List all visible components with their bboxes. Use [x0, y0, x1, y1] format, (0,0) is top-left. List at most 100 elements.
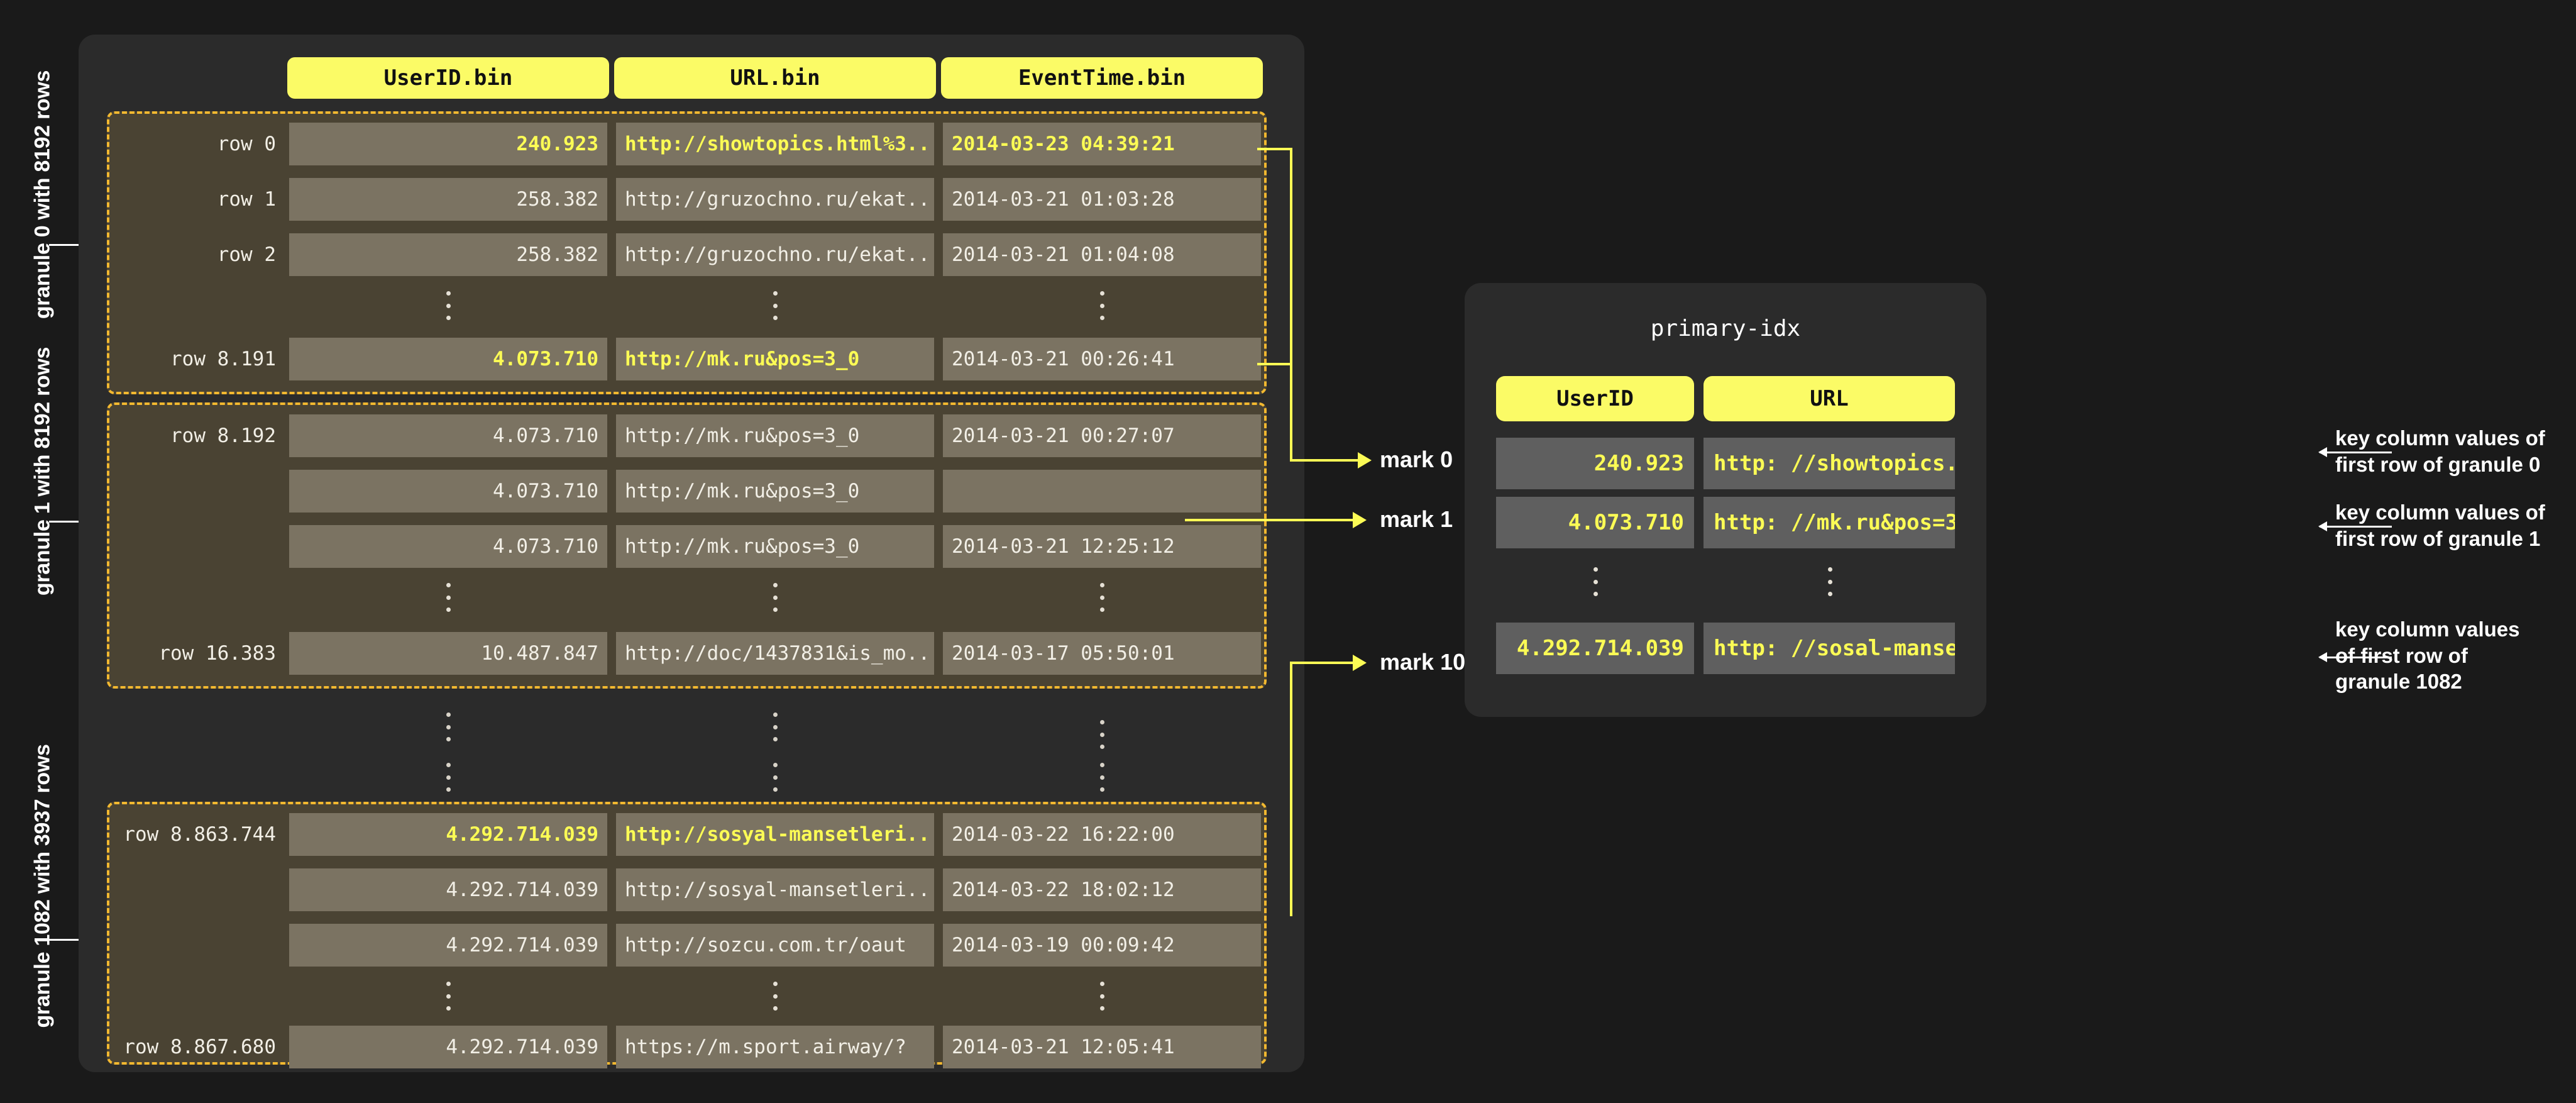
ellipsis-vertical [772, 712, 778, 741]
cell-userid: 258.382 [289, 178, 607, 221]
cell-eventtime: 2014-03-17 05:50:01 [943, 632, 1261, 675]
mark-1-connector [1185, 519, 1355, 521]
index-cell-userid: 4.073.710 [1496, 497, 1694, 548]
mark-1082-connector-vert [1290, 662, 1292, 916]
mark-1082-arrow [1353, 655, 1367, 671]
note-granule-1082: key column values of first row of granul… [2335, 618, 2520, 694]
cell-userid: 4.292.714.039 [289, 924, 607, 967]
ellipsis-vertical [1099, 720, 1105, 749]
primary-index-title: primary-idx [1650, 316, 1801, 341]
note-granule-0: key column values of first row of granul… [2335, 426, 2545, 476]
index-cell-url: http: //showtopics.html%3... [1704, 438, 1955, 489]
row-label: row 0 [217, 133, 276, 155]
cell-userid: 4.073.710 [289, 414, 607, 457]
ellipsis-vertical [772, 763, 778, 792]
cell-eventtime: 2014-03-19 00:09:42 [943, 924, 1261, 967]
cell-userid: 4.073.710 [289, 525, 607, 568]
mark-0-arrow [1358, 452, 1372, 468]
index-column-header-url: URL [1704, 376, 1955, 421]
index-cell-userid: 240.923 [1496, 438, 1694, 489]
note-granule-1: key column values of first row of granul… [2335, 501, 2545, 550]
row-label: row 16.383 [158, 642, 276, 665]
cell-eventtime: 2014-03-21 01:04:08 [943, 233, 1261, 276]
cell-eventtime: 2014-03-21 01:03:28 [943, 178, 1261, 221]
mark-0-connector-bottom [1257, 363, 1292, 365]
ellipsis-vertical [1827, 567, 1833, 596]
row-label: row 8.192 [170, 424, 276, 447]
mark-1082-connector-out [1290, 662, 1356, 664]
cell-userid: 10.487.847 [289, 632, 607, 675]
index-cell-userid: 4.292.714.039 [1496, 623, 1694, 674]
cell-url: http://mk.ru&pos=3_0 [616, 338, 934, 380]
cell-url: http://mk.ru&pos=3_0 [616, 525, 934, 568]
row-label: row 8.867.680 [123, 1036, 276, 1058]
cell-eventtime: 2014-03-21 00:27:07 [943, 414, 1261, 457]
cell-eventtime: 2014-03-21 12:25:12 [943, 525, 1261, 568]
row-label: row 2 [217, 243, 276, 266]
row-label: row 1 [217, 188, 276, 211]
column-header-url-bin: URL.bin [614, 57, 936, 99]
part-panel: UserID.bin URL.bin EventTime.bin row 0 2… [79, 35, 1304, 1072]
note-1-leader [2318, 521, 2392, 531]
mark-0-connector-vert [1290, 148, 1292, 365]
ellipsis-vertical [1592, 567, 1599, 596]
cell-userid: 4.292.714.039 [289, 1026, 607, 1068]
cell-eventtime: 2014-03-21 12:05:41 [943, 1026, 1261, 1068]
cell-eventtime: 2014-03-22 18:02:12 [943, 868, 1261, 911]
cell-eventtime: 2014-03-22 16:22:00 [943, 813, 1261, 856]
ellipsis-vertical [1099, 982, 1105, 1011]
index-column-header-userid: UserID [1496, 376, 1694, 421]
index-cell-url: http: //mk.ru&pos=3_0 [1704, 497, 1955, 548]
ellipsis-vertical [1099, 291, 1105, 320]
ellipsis-vertical [445, 763, 451, 792]
cell-eventtime [943, 470, 1261, 513]
row-label [75, 924, 286, 967]
ellipsis-vertical [445, 291, 451, 320]
cell-url: http://gruzochno.ru/ekat... [616, 178, 934, 221]
mark-0-label: mark 0 [1380, 446, 1453, 472]
cell-url: http://sozcu.com.tr/oaut [616, 924, 934, 967]
ellipsis-vertical [1099, 763, 1105, 792]
ellipsis-vertical [772, 583, 778, 612]
note-0-leader [2318, 447, 2392, 457]
note-1082-leader [2318, 652, 2392, 662]
cell-userid: 4.292.714.039 [289, 813, 607, 856]
ellipsis-vertical [445, 712, 451, 741]
row-label: row 8.191 [170, 348, 276, 370]
cell-url: http://sosyal-mansetleri... [616, 813, 934, 856]
cell-userid: 4.292.714.039 [289, 868, 607, 911]
granule-0-label: granule 0 with 8192 rows [30, 70, 55, 319]
cell-userid: 4.073.710 [289, 470, 607, 513]
column-header-userid-bin: UserID.bin [287, 57, 609, 99]
cell-url: http://showtopics.html%3... [616, 123, 934, 165]
index-cell-url: http: //sosal-mansetleri... [1704, 623, 1955, 674]
mark-1-label: mark 1 [1380, 506, 1453, 532]
cell-url: https://m.sport.airway/? [616, 1026, 934, 1068]
row-label [75, 868, 286, 911]
primary-index-panel: primary-idx UserID URL 240.923 http: //s… [1465, 283, 1986, 717]
mark-1-arrow [1353, 512, 1367, 528]
row-label [113, 525, 286, 568]
column-header-eventtime-bin: EventTime.bin [941, 57, 1263, 99]
cell-userid: 258.382 [289, 233, 607, 276]
cell-url: http://mk.ru&pos=3_0 [616, 414, 934, 457]
cell-eventtime: 2014-03-21 00:26:41 [943, 338, 1261, 380]
granule-1-label: granule 1 with 8192 rows [30, 346, 55, 596]
cell-url: http://gruzochno.ru/ekat... [616, 233, 934, 276]
ellipsis-vertical [772, 291, 778, 320]
cell-url: http://sosyal-mansetleri... [616, 868, 934, 911]
mark-0-connector-out [1290, 459, 1359, 462]
cell-userid: 4.073.710 [289, 338, 607, 380]
mark-0-connector-top [1257, 148, 1292, 150]
mark-0-connector-riser [1290, 264, 1292, 460]
cell-eventtime: 2014-03-23 04:39:21 [943, 123, 1261, 165]
cell-url: http://mk.ru&pos=3_0 [616, 470, 934, 513]
ellipsis-vertical [772, 982, 778, 1011]
cell-userid: 240.923 [289, 123, 607, 165]
ellipsis-vertical [445, 583, 451, 612]
ellipsis-vertical [445, 982, 451, 1011]
row-label: row 8.863.744 [123, 823, 276, 846]
granule-1082-label: granule 1082 with 3937 rows [30, 744, 55, 1028]
cell-url: http://doc/1437831&is_mo... [616, 632, 934, 675]
